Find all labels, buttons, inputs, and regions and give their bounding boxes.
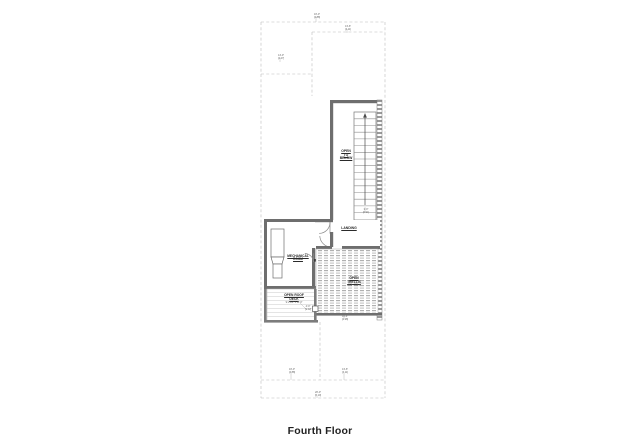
wall-deck-bottom bbox=[264, 320, 318, 323]
dimension-tag-bottom-right: 13'-6" [4.11] bbox=[341, 368, 348, 374]
room-label-open-to-below: OPEN TO BELOW bbox=[339, 149, 353, 161]
wall-mech-bottom bbox=[264, 286, 316, 290]
room-label-open-roof-deck: OPEN ROOF DECK bbox=[284, 293, 304, 301]
setback-lines bbox=[260, 21, 386, 399]
wall-landing-top-left bbox=[265, 219, 333, 223]
wall-landing-bottom-a bbox=[316, 246, 332, 250]
dimension-tag-deck-edge: 4'-0" [1.22] bbox=[305, 305, 311, 311]
wall-mech-right bbox=[312, 248, 316, 289]
stair-run bbox=[353, 111, 377, 221]
door-mechanical bbox=[304, 253, 314, 263]
dimension-tag-stair-bottom: 3'-0" [0.91] bbox=[363, 208, 369, 214]
room-note-open-roof-deck: 9'-2 1/2" x 11'-0" bbox=[285, 301, 303, 304]
door-landing-left bbox=[319, 221, 331, 234]
dimension-tag-top-center: 16'-0" [4.88] bbox=[313, 13, 320, 19]
dimension-tag-bottom-center: 20'-0" [6.10] bbox=[314, 391, 321, 397]
dimension-tag-mid-left: 14'-0" [4.27] bbox=[277, 54, 284, 60]
room-note-open-trellis: 16'-4" x 11'-0" bbox=[346, 284, 362, 287]
wall-deck-left bbox=[264, 289, 267, 322]
wall-deck-divider bbox=[314, 289, 317, 322]
room-label-mechanical-room: MECHANICAL ROOM bbox=[287, 254, 309, 262]
open-roof-deck-area bbox=[267, 289, 315, 322]
wall-upper-left bbox=[330, 100, 334, 222]
room-label-landing: LANDING bbox=[341, 226, 357, 230]
dimension-tag-trellis-low: 16'-4" [4.98] bbox=[341, 315, 348, 321]
dimension-leaders bbox=[279, 17, 366, 398]
trellis-edge-beam bbox=[316, 313, 382, 316]
dimension-tag-top-right: 13'-6" [4.11] bbox=[344, 25, 351, 31]
wall-jamb-post bbox=[330, 232, 334, 247]
room-label-open-trellis: OPEN TRELLIS bbox=[347, 276, 361, 284]
wall-landing-bottom-b bbox=[342, 246, 380, 250]
page-title: Fourth Floor bbox=[287, 425, 353, 437]
mech-wall-device bbox=[313, 259, 317, 262]
deck-step-marker bbox=[312, 305, 319, 312]
open-trellis-area bbox=[316, 249, 378, 315]
mechanical-equipment bbox=[270, 228, 285, 279]
party-wall-hatched bbox=[376, 99, 383, 321]
dimension-tag-bottom-left: 16'-0" [4.88] bbox=[288, 368, 295, 374]
wall-upper-top bbox=[330, 100, 382, 104]
wall-left-exterior bbox=[264, 219, 268, 289]
